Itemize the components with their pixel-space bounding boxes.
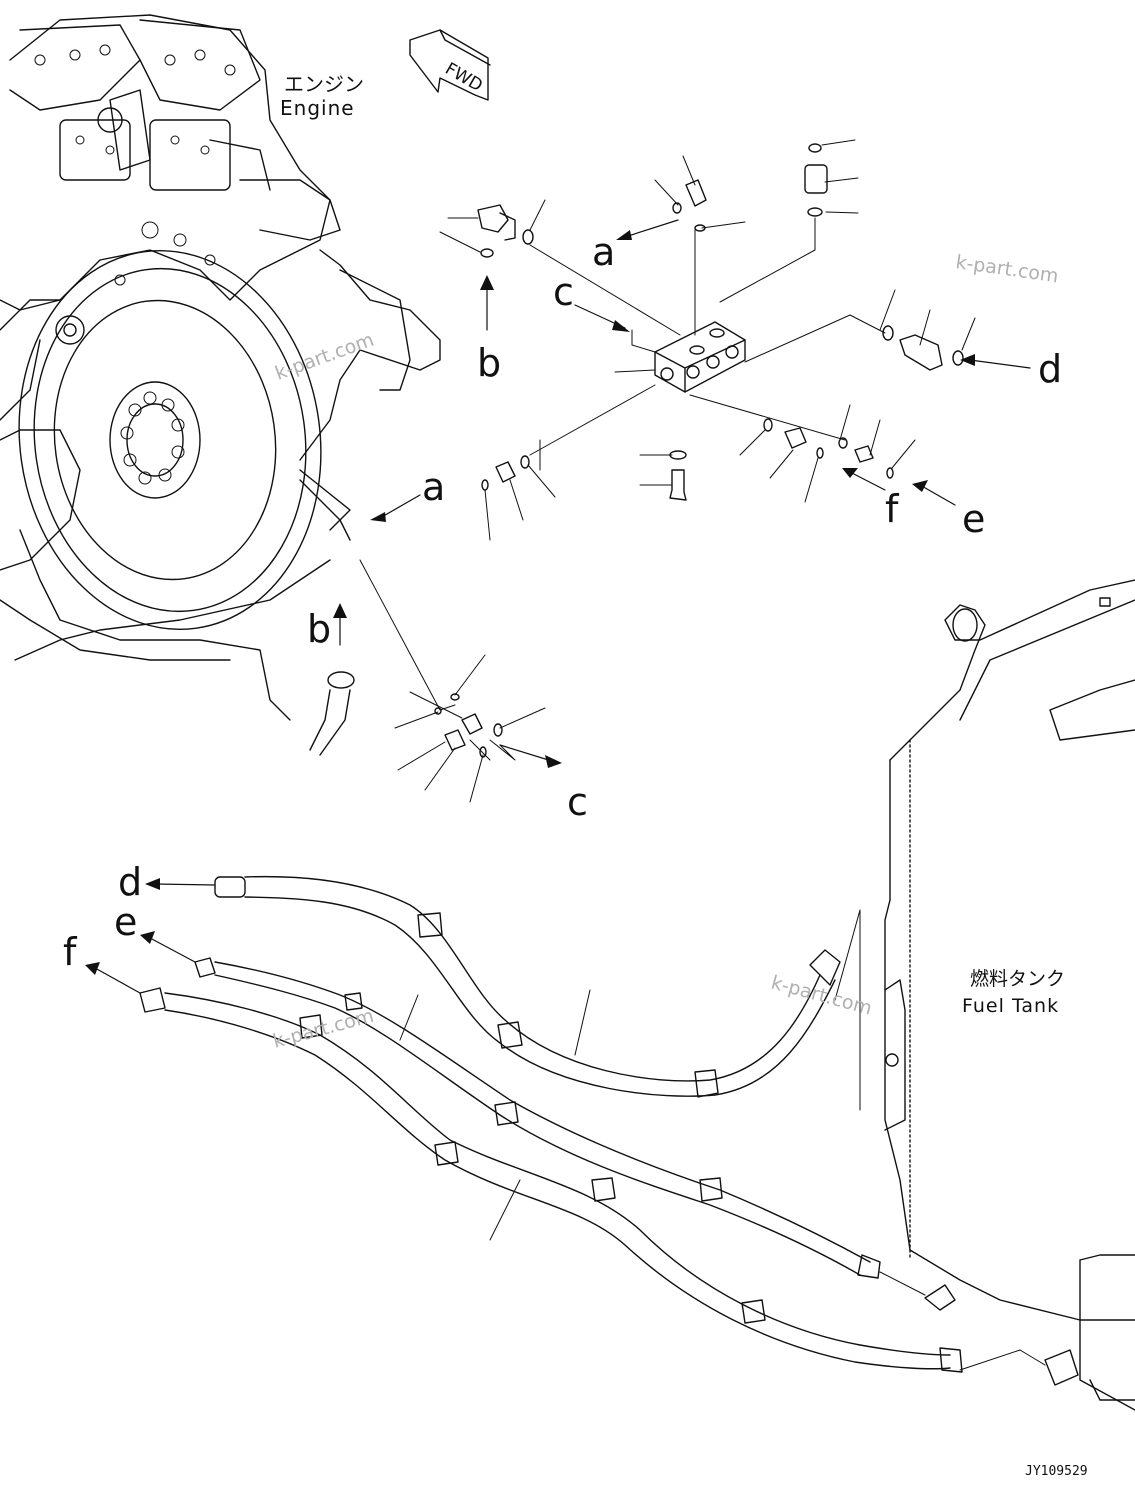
hose-e (194, 957, 956, 1311)
fwd-arrow (409, 29, 491, 101)
hose-d (214, 875, 841, 1098)
fittings-a (481, 455, 530, 491)
callout-a-top: a (592, 230, 615, 274)
engine-assembly (0, 14, 441, 721)
callout-b-bottom: b (307, 607, 331, 651)
fitting-top-right (804, 143, 828, 217)
elbow-fitting-top (477, 204, 534, 258)
callout-d-bottom: d (118, 860, 142, 904)
watermark-top-right: k-part.com (954, 251, 1060, 287)
engine-label-jp: エンジン (284, 72, 364, 96)
watermark-hose: k-part.com (769, 972, 875, 1020)
hose-leaders (399, 909, 1046, 1371)
callout-d-top: d (1038, 347, 1062, 391)
drawing-number: JY109529 (1025, 1464, 1088, 1479)
hose-f (139, 987, 1079, 1386)
fuel-tank-label-jp: 燃料タンク (970, 968, 1065, 990)
fittings-e-f (763, 418, 894, 479)
fittings-c (309, 671, 503, 758)
fuel-tank-label-en: Fuel Tank (962, 995, 1059, 1017)
callout-b-top: b (477, 341, 501, 385)
callout-c-top: c (553, 270, 574, 314)
watermark-engine: k-part.com (272, 329, 377, 385)
fuel-tank (884, 579, 1135, 1411)
fitting-top-center (672, 179, 707, 232)
manifold-block (654, 321, 746, 501)
watermark-hose-left: k-part.com (271, 1005, 377, 1053)
callout-c-bottom: c (567, 780, 588, 824)
assembly-lines (359, 139, 976, 803)
flywheel (14, 249, 351, 661)
callout-f-bottom: f (63, 930, 78, 974)
fwd-label: FWD (442, 59, 486, 96)
callout-arrows (94, 219, 1031, 994)
elbow-fitting-right (882, 325, 964, 371)
callout-arrowheads (85, 230, 975, 975)
callout-e-bottom: e (114, 900, 137, 944)
callout-f-top: f (885, 487, 900, 531)
callout-e-top: e (962, 497, 985, 541)
engine-label-en: Engine (280, 96, 355, 120)
callout-a-bottom: a (422, 465, 445, 509)
